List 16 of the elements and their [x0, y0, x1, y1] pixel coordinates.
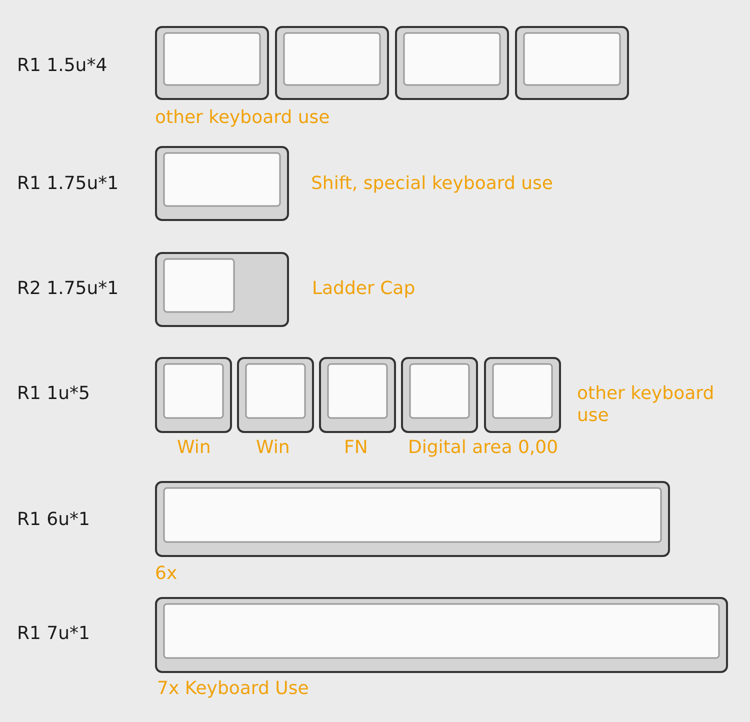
row-label: R2 1.75u*1	[17, 278, 119, 300]
usage-note: 6x	[155, 563, 178, 585]
row-label: R1 1u*5	[17, 383, 90, 405]
key-label: Win	[256, 437, 290, 459]
usage-note: other keyboard use	[577, 383, 716, 427]
key-label: FN	[344, 437, 368, 459]
usage-note: Ladder Cap	[312, 278, 416, 300]
row-label: R1 6u*1	[17, 509, 90, 531]
usage-note: 7x Keyboard Use	[157, 678, 309, 700]
row-label: R1 7u*1	[17, 623, 90, 645]
key-label: Win	[177, 437, 211, 459]
row-label: R1 1.75u*1	[17, 173, 119, 195]
usage-note: other keyboard use	[155, 107, 330, 129]
row-label: R1 1.5u*4	[17, 55, 108, 77]
key-label: Digital area 0,00	[408, 437, 558, 459]
usage-note: Shift, special keyboard use	[311, 173, 553, 195]
